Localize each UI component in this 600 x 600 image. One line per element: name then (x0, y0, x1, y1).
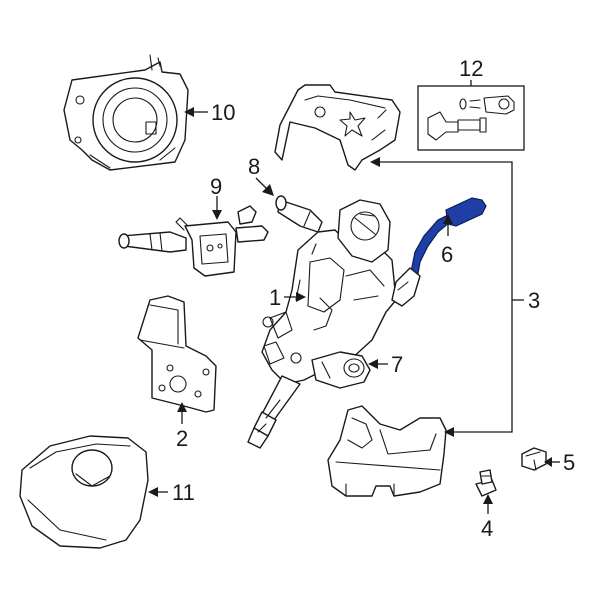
arrow-3-lower (444, 427, 454, 437)
arrow-6 (443, 214, 453, 224)
part-5-screw[interactable] (521, 447, 547, 471)
leader-lines (148, 80, 560, 514)
callout-1[interactable]: 1 (269, 285, 281, 310)
arrow-9 (212, 210, 222, 220)
part-11-airbag[interactable] (19, 435, 149, 549)
arrow-4 (483, 494, 493, 504)
callout-4[interactable]: 4 (481, 516, 493, 541)
arrow-3-upper (370, 157, 380, 167)
part-6-shift-lever[interactable] (391, 197, 487, 307)
callout-5[interactable]: 5 (563, 450, 575, 475)
callout-7[interactable]: 7 (391, 352, 403, 377)
callout-11[interactable]: 11 (172, 480, 195, 505)
part-7-sensor[interactable] (311, 351, 371, 389)
part-12-lock-kit[interactable] (417, 85, 525, 151)
part-3-upper-shroud[interactable] (274, 84, 401, 171)
part-1-steering-column[interactable] (247, 199, 397, 449)
part-9-combination-switch[interactable] (118, 205, 269, 277)
arrow-5 (544, 457, 552, 467)
callout-2[interactable]: 2 (176, 426, 188, 451)
callout-labels: 10 12 8 9 1 2 7 6 3 5 4 11 (172, 56, 575, 541)
callout-10[interactable]: 10 (211, 100, 235, 125)
callout-8[interactable]: 8 (248, 154, 260, 179)
bracket-3 (378, 161, 513, 433)
callout-9[interactable]: 9 (210, 174, 222, 199)
callout-3[interactable]: 3 (528, 288, 540, 313)
arrow-11 (148, 487, 158, 497)
part-4-lower-shroud[interactable] (327, 405, 447, 497)
part-2-bracket[interactable] (137, 295, 217, 413)
part-8-lock-cylinder[interactable] (275, 195, 323, 233)
arrow-2 (177, 402, 187, 412)
arrow-1 (296, 292, 306, 302)
arrow-7 (368, 359, 378, 369)
part-10-clock-spring[interactable] (63, 54, 189, 171)
part-4-bolt[interactable] (475, 469, 497, 497)
arrow-10 (184, 107, 194, 117)
arrow-8 (262, 184, 274, 196)
callout-6[interactable]: 6 (441, 242, 453, 267)
callout-12[interactable]: 12 (459, 56, 483, 81)
